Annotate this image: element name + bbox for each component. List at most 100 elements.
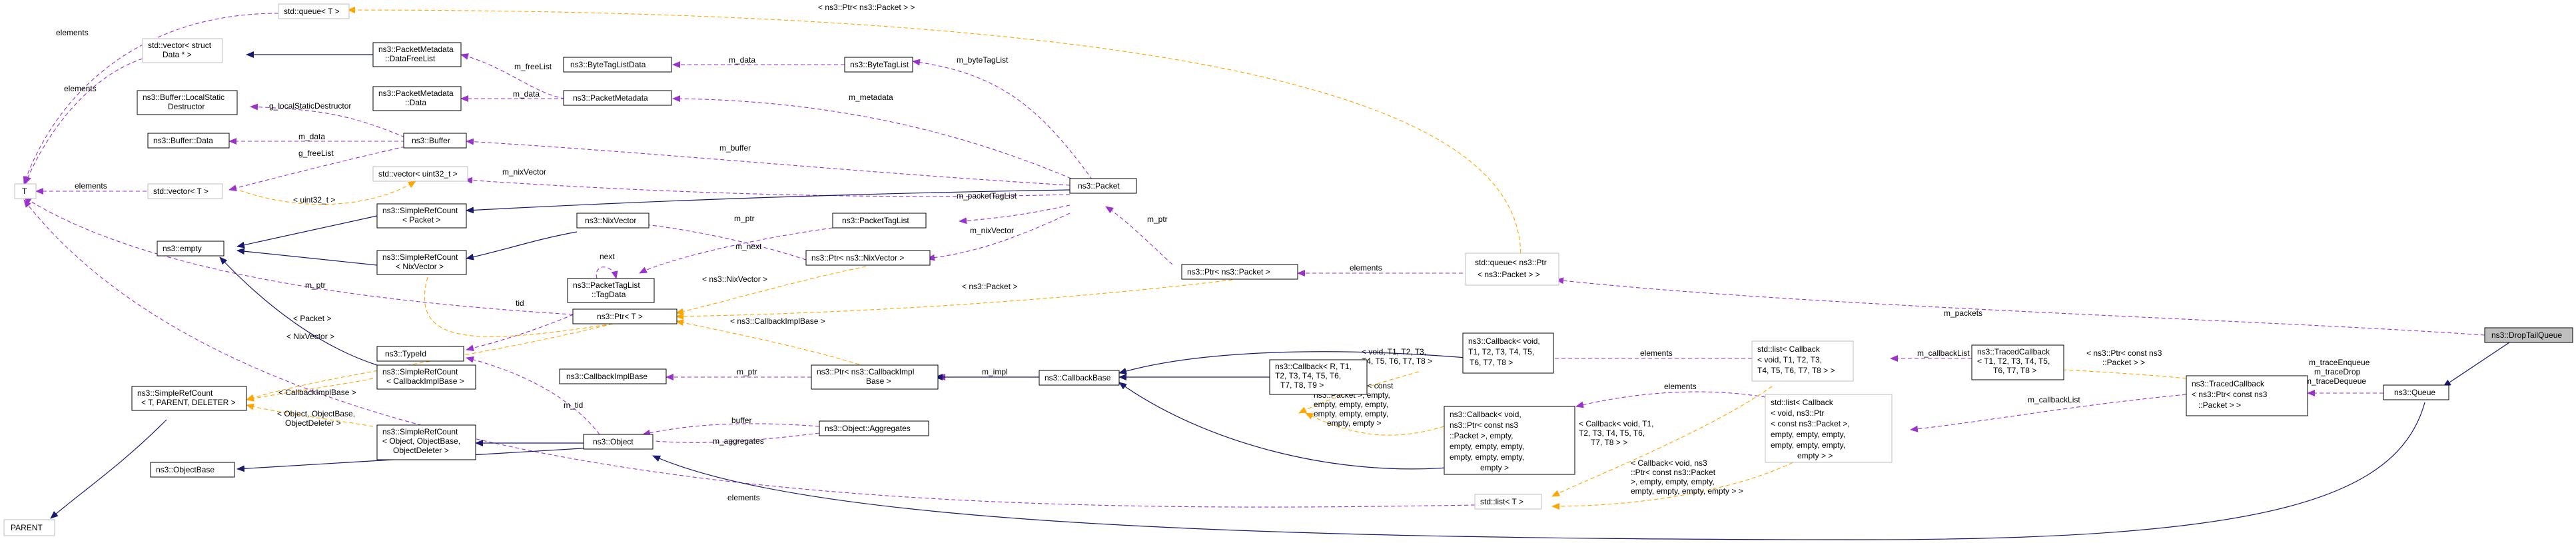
node-t[interactable]: T: [14, 183, 37, 199]
node-callbackimplbase[interactable]: ns3::CallbackImplBase: [559, 368, 667, 384]
inh-droptail-queue: [2443, 340, 2512, 387]
node-std-vector-t[interactable]: std::vector< T >: [147, 183, 223, 199]
svg-text:T2, T3, T4, T5, T6,: T2, T3, T4, T5, T6,: [1579, 428, 1645, 438]
node-packet[interactable]: ns3::Packet: [1069, 178, 1137, 194]
node-buffer-local-static-destructor[interactable]: ns3::Buffer::LocalStatic Destructor: [137, 90, 238, 115]
node-packetmetadata-data[interactable]: ns3::PacketMetadata ::Data: [372, 86, 462, 111]
node-packetmetadata[interactable]: ns3::PacketMetadata: [563, 90, 672, 106]
node-packettaglist-tagdata[interactable]: ns3::PacketTagList ::TagData: [567, 278, 655, 303]
svg-text:ns3::Ptr< ns3::NixVector >: ns3::Ptr< ns3::NixVector >: [811, 253, 904, 263]
svg-text:m_traceDequeue: m_traceDequeue: [2305, 376, 2366, 386]
svg-text:empty > >: empty > >: [1797, 451, 1833, 460]
label-buffer: m_buffer: [719, 143, 751, 153]
node-std-vector-struct[interactable]: std::vector< struct Data * >: [142, 38, 223, 63]
edge-buffer: [466, 138, 1071, 186]
node-simplerefcount[interactable]: ns3::SimpleRefCount < T, PARENT, DELETER…: [131, 386, 247, 411]
node-simplerefcount-callbackimplbase[interactable]: ns3::SimpleRefCount < CallbackImplBase >: [376, 364, 476, 390]
node-ptr-callbackimplbase[interactable]: ns3::Ptr< ns3::CallbackImpl Base >: [811, 364, 939, 390]
svg-text:ns3::Object::Aggregates: ns3::Object::Aggregates: [825, 424, 911, 433]
node-std-vector-uint32[interactable]: std::vector< uint32_t >: [372, 166, 468, 182]
node-tracedcallback-packet[interactable]: ns3::TracedCallback < ns3::Ptr< const ns…: [2186, 375, 2308, 416]
svg-text:std::vector< struct: std::vector< struct: [148, 41, 212, 50]
label-ptr-4: m_ptr: [737, 367, 757, 376]
inh-callback-void-pkt: [1118, 382, 1464, 470]
svg-text:ns3::Buffer::LocalStatic: ns3::Buffer::LocalStatic: [143, 93, 224, 102]
label-packet-tpl: < Packet >: [293, 314, 331, 323]
svg-text:empty, empty >: empty, empty >: [1327, 418, 1381, 428]
node-std-list-t[interactable]: std::list< T >: [1474, 494, 1542, 510]
node-ptr-packet[interactable]: ns3::Ptr< ns3::Packet >: [1181, 264, 1298, 280]
node-queue[interactable]: ns3::Queue: [2383, 384, 2449, 400]
node-packetmetadata-datafreelist[interactable]: ns3::PacketMetadata ::DataFreeList: [372, 42, 462, 67]
node-empty[interactable]: ns3::empty: [157, 241, 224, 257]
node-callback-r[interactable]: ns3::Callback< R, T1, T2, T3, T4, T5, T6…: [1269, 359, 1368, 395]
edge-uint32-tpl: [239, 181, 416, 205]
node-simplerefcount-nixvector[interactable]: ns3::SimpleRefCount < NixVector >: [376, 250, 467, 275]
svg-text:empty, empty, empty,: empty, empty, empty,: [1314, 400, 1388, 409]
svg-text:::DataFreeList: ::DataFreeList: [385, 54, 436, 63]
svg-text:< void, ns3::Ptr: < void, ns3::Ptr: [1771, 408, 1824, 418]
edge-ptr-nixvector: [632, 221, 807, 261]
node-objectbase[interactable]: ns3::ObjectBase: [150, 462, 235, 478]
edge-nixvector-tpl: [424, 261, 614, 337]
label-ptr-3: m_ptr: [305, 280, 326, 290]
node-std-list-callback-t[interactable]: std::list< Callback < void, T1, T2, T3, …: [1751, 340, 1854, 382]
inh-srp-nixvector-empty: [236, 248, 378, 266]
edge-free-list-2: [228, 146, 406, 191]
node-parent[interactable]: PARENT: [3, 519, 55, 536]
svg-text:T7, T8 > >: T7, T8 > >: [1591, 438, 1627, 447]
node-buffer-data[interactable]: ns3::Buffer::Data: [147, 133, 230, 149]
svg-text:ns3::SimpleRefCount: ns3::SimpleRefCount: [382, 367, 458, 376]
label-buf-data: m_data: [298, 132, 325, 141]
label-m-impl: m_impl: [982, 367, 1008, 376]
node-tracedcallback-t[interactable]: ns3::TracedCallback < T1, T2, T3, T4, T5…: [1971, 344, 2064, 380]
svg-text:m_traceEnqueue: m_traceEnqueue: [2309, 358, 2370, 367]
inh-packet-srp: [466, 189, 1071, 214]
svg-text:::Ptr< const ns3::Packet: ::Ptr< const ns3::Packet: [1631, 468, 1716, 477]
node-std-list-callback-packet[interactable]: std::list< Callback < void, ns3::Ptr < c…: [1765, 394, 1893, 463]
svg-text:ns3::NixVector: ns3::NixVector: [585, 216, 636, 225]
svg-text:< NixVector >: < NixVector >: [396, 262, 444, 271]
node-callbackbase[interactable]: ns3::CallbackBase: [1039, 370, 1120, 386]
node-std-queue-ptr[interactable]: std::queue< ns3::Ptr < ns3::Packet > >: [1465, 253, 1559, 286]
node-simplerefcount-packet[interactable]: ns3::SimpleRefCount < Packet >: [376, 203, 467, 229]
svg-text:< T, PARENT, DELETER >: < T, PARENT, DELETER >: [141, 398, 236, 407]
label-callback-r-tpl: < void, T1, T2, T3, T4, T5, T6, T7, T8 >: [1362, 347, 1432, 366]
node-bytetaglistdata[interactable]: ns3::ByteTagListData: [563, 57, 672, 73]
label-cb-list-elements-2: elements: [1664, 382, 1697, 391]
label-cbimpl-base-tpl: < CallbackImplBase >: [278, 388, 356, 397]
svg-text:ns3::SimpleRefCount: ns3::SimpleRefCount: [137, 388, 213, 398]
node-buffer[interactable]: ns3::Buffer: [403, 133, 467, 149]
node-typeid[interactable]: ns3::TypeId: [376, 346, 464, 362]
node-ptr-t[interactable]: ns3::Ptr< T >: [572, 308, 677, 324]
svg-text:ns3::Queue: ns3::Queue: [2394, 388, 2435, 397]
label-trace-names: m_traceEnqueue m_traceDrop m_traceDequeu…: [2305, 358, 2370, 386]
node-simplerefcount-object[interactable]: ns3::SimpleRefCount < Object, ObjectBase…: [376, 424, 476, 460]
node-bytetaglist[interactable]: ns3::ByteTagList: [844, 57, 913, 73]
svg-text:ns3::Buffer::Data: ns3::Buffer::Data: [153, 136, 213, 145]
label-object-tpl: < Object, ObjectBase, ObjectDeleter >: [277, 409, 355, 428]
node-ptr-nixvector[interactable]: ns3::Ptr< ns3::NixVector >: [805, 250, 931, 266]
svg-text:ns3::Callback< void,: ns3::Callback< void,: [1450, 410, 1521, 419]
node-packettaglist[interactable]: ns3::PacketTagList: [832, 213, 927, 229]
inh-srp-parent: [50, 419, 167, 519]
svg-text:std::vector< T >: std::vector< T >: [153, 187, 209, 196]
node-callback-void-t[interactable]: ns3::Callback< void, T1, T2, T3, T4, T5,…: [1462, 332, 1554, 374]
label-btl-data: m_data: [729, 55, 755, 65]
svg-text:Base >: Base >: [866, 376, 891, 386]
svg-text:ns3::TracedCallback: ns3::TracedCallback: [1977, 347, 2050, 356]
label-tid: tid: [516, 298, 524, 308]
edge-queue-elements: [23, 13, 279, 185]
node-std-queue-t[interactable]: std::queue< T >: [278, 3, 350, 19]
edge-cb-list-elements-2: [1575, 391, 1766, 408]
node-droptailqueue[interactable]: ns3::DropTailQueue: [2484, 327, 2573, 343]
node-object-aggregates[interactable]: ns3::Object::Aggregates: [819, 420, 929, 436]
label-g-free-list: g_freeList: [298, 149, 334, 158]
inh-srp-packet-empty: [236, 215, 378, 249]
node-nixvector[interactable]: ns3::NixVector: [576, 213, 649, 229]
node-callback-void-packet[interactable]: ns3::Callback< void, ns3::Ptr< const ns3…: [1444, 406, 1575, 475]
label-next: m_next: [735, 242, 762, 251]
edge-list-tpl-1: [1551, 386, 1773, 497]
node-object[interactable]: ns3::Object: [583, 434, 653, 450]
svg-text:::TagData: ::TagData: [592, 290, 626, 299]
